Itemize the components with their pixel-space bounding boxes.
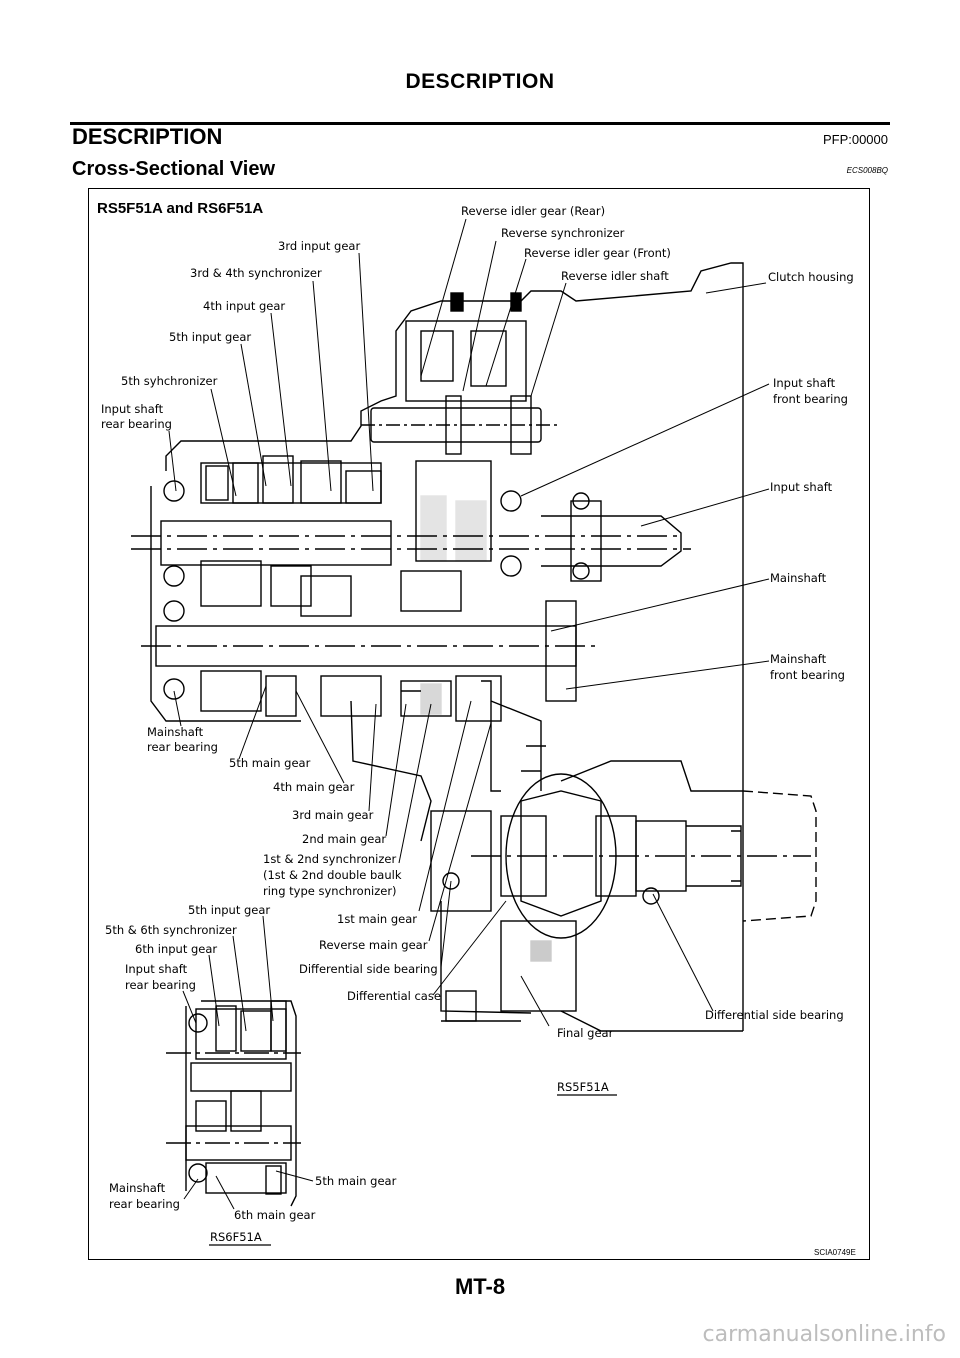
label-3rd-main-gear: 3rd main gear [292, 808, 374, 822]
inset-label-mainshaft-rear-bearing-1: Mainshaft [109, 1181, 166, 1195]
label-differential-case: Differential case [347, 989, 441, 1003]
label-input-shaft-rear-bearing-2: rear bearing [101, 417, 172, 431]
page-number: MT-8 [454, 1274, 506, 1299]
section-code: PFP:00000 [822, 132, 888, 147]
inset-label-input-shaft-rear-bearing-1: Input shaft [125, 962, 188, 976]
label-reverse-main-gear: Reverse main gear [319, 938, 428, 952]
label-5th-main-gear: 5th main gear [229, 756, 311, 770]
label-4th-main-gear: 4th main gear [273, 780, 355, 794]
subsection-title: Cross-Sectional View [72, 158, 276, 180]
inset-label-mainshaft-rear-bearing-2: rear bearing [109, 1197, 180, 1211]
label-4th-input-gear: 4th input gear [203, 299, 285, 313]
inset-label-6th-input-gear: 6th input gear [135, 942, 217, 956]
header-rule [70, 122, 890, 125]
transmission-diagram: RS5F51A and RS6F51A Reverse idler gear (… [97, 200, 856, 1257]
label-5th-synchronizer: 5th syhchronizer [121, 374, 218, 388]
label-input-shaft-front-bearing-1: Input shaft [773, 376, 836, 390]
label-input-shaft-rear-bearing-1: Input shaft [101, 402, 164, 416]
label-differential-side-bearing-left: Differential side bearing [299, 962, 438, 976]
label-1st-2nd-synchronizer-1: 1st & 2nd synchronizer [263, 852, 396, 866]
label-clutch-housing: Clutch housing [768, 270, 854, 284]
label-mainshaft-rear-bearing-2: rear bearing [147, 740, 218, 754]
label-2nd-main-gear: 2nd main gear [302, 832, 386, 846]
inset-label-input-shaft-rear-bearing-2: rear bearing [125, 978, 196, 992]
label-1st-2nd-synchronizer-3: ring type synchronizer) [263, 884, 397, 898]
variant-label-rs6f51a: RS6F51A [210, 1230, 262, 1244]
figure-code: SCIA0749E [814, 1248, 856, 1257]
cross-section-figure: RS5F51A and RS6F51A Reverse idler gear (… [88, 188, 870, 1260]
label-input-shaft-front-bearing-2: front bearing [773, 392, 848, 406]
label-mainshaft-rear-bearing-1: Mainshaft [147, 725, 204, 739]
label-differential-side-bearing-right: Differential side bearing [705, 1008, 844, 1022]
inset-label-6th-main-gear: 6th main gear [234, 1208, 316, 1222]
section-title: DESCRIPTION [72, 124, 223, 149]
label-reverse-idler-gear-rear: Reverse idler gear (Rear) [461, 204, 605, 218]
watermark: carmanualsonline.info [702, 1322, 946, 1347]
label-mainshaft-front-bearing-2: front bearing [770, 668, 845, 682]
inset-label-5th-6th-synchronizer: 5th & 6th synchronizer [105, 923, 237, 937]
label-5th-input-gear: 5th input gear [169, 330, 251, 344]
variant-label-rs5f51a: RS5F51A [557, 1080, 609, 1094]
figure-title: RS5F51A and RS6F51A [97, 200, 263, 217]
label-input-shaft: Input shaft [770, 480, 833, 494]
label-mainshaft-front-bearing-1: Mainshaft [770, 652, 827, 666]
label-3rd-4th-synchronizer: 3rd & 4th synchronizer [190, 266, 322, 280]
label-final-gear: Final gear [557, 1026, 614, 1040]
label-1st-2nd-synchronizer-2: (1st & 2nd double baulk [263, 868, 402, 882]
inset-label-5th-main-gear: 5th main gear [315, 1174, 397, 1188]
subsection-code: ECS008BQ [846, 166, 888, 175]
label-1st-main-gear: 1st main gear [337, 912, 417, 926]
inset-label-5th-input-gear: 5th input gear [188, 903, 270, 917]
label-mainshaft: Mainshaft [770, 571, 827, 585]
running-title: DESCRIPTION [405, 70, 555, 93]
label-reverse-idler-gear-front: Reverse idler gear (Front) [524, 246, 671, 260]
label-3rd-input-gear: 3rd input gear [278, 239, 360, 253]
label-reverse-idler-shaft: Reverse idler shaft [561, 269, 669, 283]
label-reverse-synchronizer: Reverse synchronizer [501, 226, 625, 240]
